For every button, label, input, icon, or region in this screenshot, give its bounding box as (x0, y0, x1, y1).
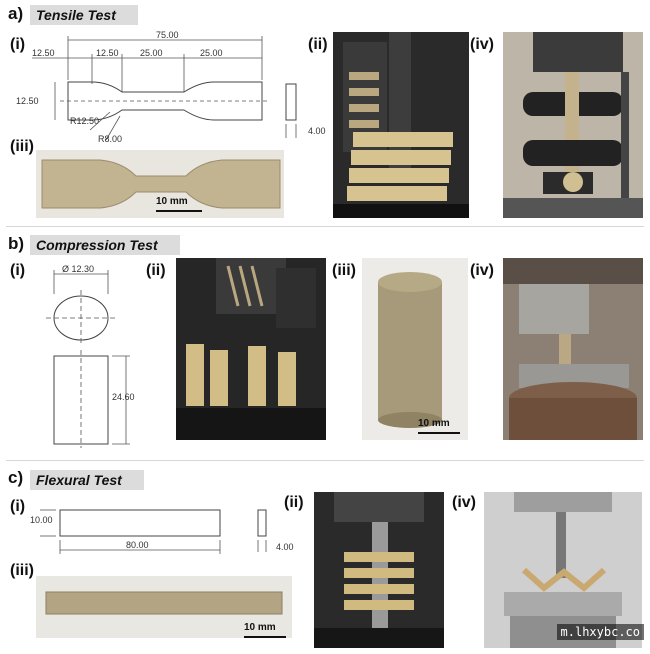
compression-height: 24.60 (112, 392, 135, 402)
section-b-letter: b) (8, 234, 25, 253)
compression-cylinder-drawing (46, 270, 130, 448)
tensile-height: 12.50 (16, 96, 39, 106)
tensile-sub-iii: (iii) (10, 138, 34, 155)
tensile-sub-iv: (iv) (470, 36, 494, 53)
flexural-sub-ii: (ii) (284, 494, 304, 511)
watermark: m.lhxybc.co (556, 624, 644, 640)
divider-b-c (6, 460, 644, 461)
compression-sub-ii: (ii) (146, 262, 166, 279)
compression-scale-bar (418, 432, 460, 434)
flexural-width: 10.00 (30, 515, 53, 525)
divider-a-b (6, 226, 644, 227)
section-c-title: Flexural Test (30, 470, 144, 490)
flexural-specimen-photo (36, 576, 292, 638)
flexural-scale-bar (244, 636, 286, 638)
flexural-thickness: 4.00 (276, 542, 294, 552)
tensile-scale-label: 10 mm (156, 196, 188, 207)
compression-printing-photo (176, 258, 326, 440)
compression-sub-iv: (iv) (470, 262, 494, 279)
tensile-total-length: 75.00 (156, 30, 179, 40)
section-a-letter: a) (8, 4, 24, 23)
flexural-machine-photo (484, 492, 642, 648)
tensile-printing-photo (333, 32, 469, 218)
tensile-dogbone-drawing (32, 36, 297, 141)
flexural-sub-iii: (iii) (10, 562, 34, 579)
tensile-grip-left: 12.50 (32, 48, 55, 58)
tensile-thickness: 4.00 (308, 126, 326, 136)
flexural-scale-label: 10 mm (244, 622, 276, 633)
compression-diameter: Ø 12.30 (62, 264, 95, 274)
tensile-gauge-b: 25.00 (140, 48, 163, 58)
flexural-printing-photo (314, 492, 444, 648)
flexural-sub-iv: (iv) (452, 494, 476, 511)
section-b-title: Compression Test (30, 235, 180, 255)
tensile-sub-i: (i) (10, 36, 26, 53)
section-a-title: Tensile Test (30, 5, 138, 25)
tensile-gauge-a: 12.50 (96, 48, 119, 58)
tensile-machine-photo (503, 32, 643, 218)
tensile-scale-bar (156, 210, 202, 212)
compression-sub-i: (i) (10, 262, 26, 279)
flexural-length: 80.00 (126, 540, 149, 550)
tensile-specimen-photo (36, 150, 284, 218)
compression-cylinder-photo (362, 258, 468, 440)
tensile-sub-ii: (ii) (308, 36, 328, 53)
compression-machine-photo (503, 258, 643, 440)
tensile-radius-inner: R8.00 (98, 134, 123, 144)
flexural-bar-drawing (40, 509, 267, 554)
section-c-letter: c) (8, 468, 24, 487)
flexural-sub-i: (i) (10, 498, 26, 515)
compression-sub-iii: (iii) (332, 262, 356, 279)
tensile-grip-right: 25.00 (200, 48, 223, 58)
tensile-radius-outer: R12.50 (70, 116, 100, 126)
compression-scale-label: 10 mm (418, 418, 450, 429)
